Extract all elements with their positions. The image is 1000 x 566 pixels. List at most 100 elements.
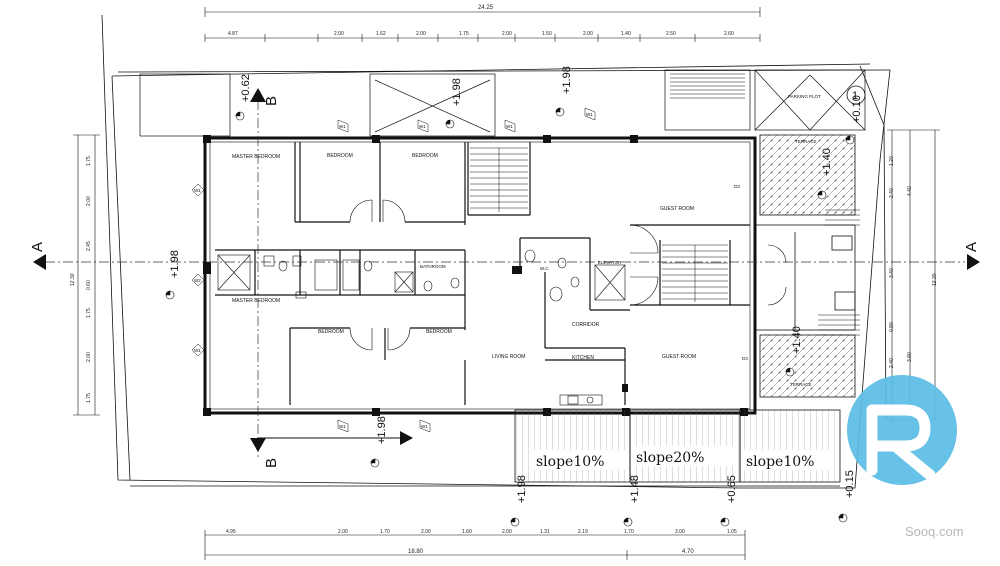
room-label: BEDROOM <box>412 153 438 159</box>
dim-label: 2.00 <box>86 352 92 362</box>
dim-label: 1.70 <box>624 529 634 535</box>
kitchen-counter <box>559 394 603 406</box>
watermark-text: Sooq.com <box>905 524 964 539</box>
room-label: GUEST ROOM <box>660 206 694 212</box>
window-tag-label: W1 <box>421 424 428 429</box>
elevator-shaft <box>594 264 626 301</box>
dim-label: 1.50 <box>542 31 552 37</box>
top-dimension-chain <box>204 7 761 42</box>
door-tag-label: D3 <box>734 184 740 189</box>
bottom-segment-labels: 4.95 2.00 1.70 2.00 1.60 2.00 1.31 2.19 … <box>226 529 737 555</box>
level-label: +1.98 <box>516 475 528 503</box>
dim-label: 1.60 <box>462 529 472 535</box>
window-tag-label: W1 <box>586 112 593 117</box>
dim-label: 3.00 <box>675 529 685 535</box>
dim-label: 2.00 <box>502 529 512 535</box>
south-ramp <box>514 409 841 483</box>
interior-walls <box>215 142 750 405</box>
room-label: BATHROOM <box>420 264 446 269</box>
dim-label: 2.50 <box>666 31 676 37</box>
window-tags <box>191 107 596 433</box>
dim-label: 2.40 <box>889 358 895 368</box>
level-label: +1.40 <box>821 148 833 176</box>
level-label: +1.98 <box>169 250 181 278</box>
guest-stair <box>662 244 728 302</box>
room-label: W.C <box>540 266 549 271</box>
level-arrow <box>400 431 413 445</box>
dim-label: 2.00 <box>416 31 426 37</box>
room-label: CORRIDOR <box>572 322 600 328</box>
slope-label: slope10% <box>746 454 814 470</box>
section-marker-a-left <box>33 254 46 270</box>
dim-label: 2.00 <box>421 529 431 535</box>
marker-circle <box>846 85 866 105</box>
north-strip <box>139 69 866 137</box>
window-tag-label: W1 <box>419 124 426 129</box>
top-overall-dim: 24.25 <box>478 5 494 11</box>
door-swings <box>349 199 787 351</box>
dim-label: 2.00 <box>502 31 512 37</box>
room-label: BEDROOM <box>426 329 452 335</box>
section-label-a: A <box>963 242 980 252</box>
central-stair <box>470 147 528 212</box>
dim-label: 1.70 <box>380 529 390 535</box>
level-label: +0.62 <box>240 74 252 102</box>
dim-label: 2.00 <box>334 31 344 37</box>
room-label: MASTER BEDROOM <box>232 298 280 304</box>
bath-fixtures <box>217 249 580 302</box>
room-label: GUEST ROOM <box>662 354 696 360</box>
dim-label: 1.20 <box>889 156 895 166</box>
slope-label: slope20% <box>636 450 704 466</box>
dim-label: 2.40 <box>889 188 895 198</box>
dim-label: 3.40 <box>889 268 895 278</box>
top-segment-labels: 4.87 2.00 1.62 2.00 1.75 2.00 1.50 2.00 … <box>228 31 734 37</box>
room-label: MASTER BEDROOM <box>232 154 280 160</box>
window-tag-label: W2 <box>194 278 201 283</box>
section-label-a: A <box>29 242 46 252</box>
dim-total: 12.30 <box>70 273 76 286</box>
bottom-dimension-chain <box>204 530 746 560</box>
level-label: +0.10 <box>851 95 863 123</box>
east-corridor <box>754 224 856 331</box>
section-marker-a-right <box>967 254 980 270</box>
site-boundary <box>101 14 891 489</box>
dim-label: 2.19 <box>578 529 588 535</box>
room-label: TERRACE <box>790 382 812 387</box>
dim-label: 1.05 <box>727 529 737 535</box>
dim-label: 4.40 <box>907 186 913 196</box>
level-label: +0.65 <box>726 475 738 503</box>
dim-label: 2.00 <box>338 529 348 535</box>
slope-label: slope10% <box>536 454 604 470</box>
dim-total: 12.30 <box>932 273 938 286</box>
section-label-b: B <box>263 458 280 468</box>
left-dimension-chain <box>73 134 100 416</box>
structural-columns <box>203 135 748 416</box>
level-label: +1.48 <box>629 475 641 503</box>
room-label: KITCHEN <box>572 355 594 361</box>
dim-label: 0.60 <box>86 280 92 290</box>
dim-total: 18.80 <box>408 549 424 555</box>
section-marker-b-top <box>250 88 266 102</box>
room-label: BEDROOM <box>318 329 344 335</box>
dim-label: 0.80 <box>889 322 895 332</box>
dim-label: 4.87 <box>228 31 238 37</box>
level-label: +1.98 <box>451 78 463 106</box>
watermark-logo-icon <box>847 375 957 485</box>
section-label-b: B <box>263 96 280 106</box>
dim-label: 3.80 <box>907 352 913 362</box>
dim-label: 1.75 <box>86 156 92 166</box>
dim-label: 1.75 <box>86 308 92 318</box>
level-label: +0.15 <box>844 470 856 498</box>
terrace-bottom <box>759 334 856 398</box>
door-tag-label: D3 <box>742 356 748 361</box>
building-outer-walls <box>203 136 757 415</box>
dim-label: 2.00 <box>583 31 593 37</box>
window-tag-label: W1 <box>194 188 201 193</box>
east-stair <box>818 209 860 336</box>
dim-label: 2.00 <box>86 196 92 206</box>
room-label: TERRACE <box>795 139 817 144</box>
dim-label: 2.60 <box>724 31 734 37</box>
dim-label: 1.75 <box>459 31 469 37</box>
dim-label: 1.40 <box>621 31 631 37</box>
